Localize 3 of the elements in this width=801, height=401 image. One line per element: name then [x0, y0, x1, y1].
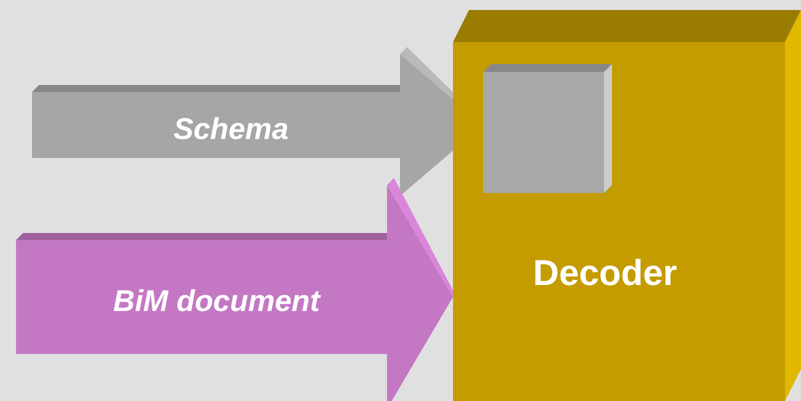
arrow-label: Schema	[173, 113, 289, 147]
arrow-label: BiM document	[113, 285, 320, 319]
block-label: Decoder	[532, 252, 678, 294]
